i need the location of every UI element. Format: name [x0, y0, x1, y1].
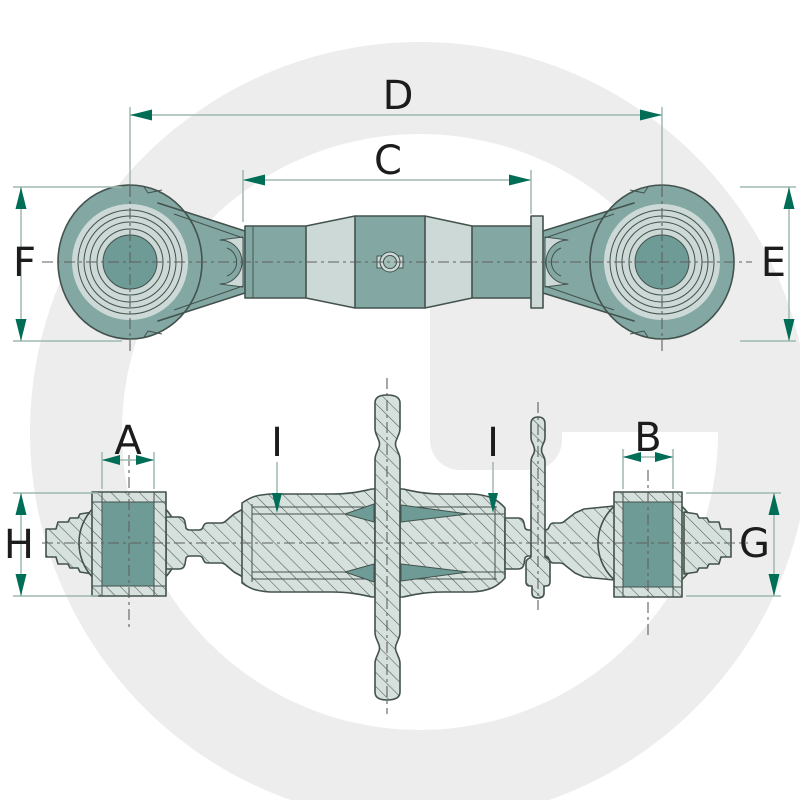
right-eye-ring-notches [629, 186, 649, 338]
dimension-B: B [622, 415, 674, 489]
left-sleeve [245, 226, 306, 298]
top-view-side-elevation: D C F E [13, 73, 796, 352]
leader-I-left: I [271, 420, 283, 513]
watermark-g-logo [30, 42, 800, 800]
barrel-bore-lines [251, 503, 505, 583]
dimension-D: D [129, 73, 663, 184]
right-cone [543, 203, 634, 321]
dimension-label-D: D [383, 73, 414, 119]
dimension-label-A: A [114, 418, 142, 464]
dimension-label-F: F [13, 240, 36, 286]
dimension-label-I-right: I [487, 420, 499, 466]
dimension-G: G [686, 492, 781, 597]
dimension-F: F [13, 186, 122, 342]
leader-I-right: I [487, 420, 499, 513]
dimension-label-B: B [634, 415, 661, 461]
dimension-label-G: G [739, 521, 770, 567]
dimension-label-C: C [374, 138, 402, 184]
right-sleeve [472, 226, 531, 298]
dimension-label-E: E [761, 240, 786, 286]
dimension-A: A [101, 418, 155, 489]
dimension-label-H: H [4, 522, 34, 568]
bottom-view-cross-section: A B H G I [4, 378, 781, 714]
thread-relief-left-bottom [344, 563, 375, 583]
thread-relief-left-top [344, 503, 375, 523]
dimension-label-I-left: I [271, 420, 283, 466]
dimension-C: C [242, 138, 532, 222]
turnbuckle-body [244, 215, 544, 309]
left-eye-ring-notches [143, 186, 163, 338]
dimension-H: H [4, 492, 98, 597]
dimension-E: E [740, 186, 796, 342]
thread-relief-right-top [400, 504, 469, 523]
thread-relief-right-bottom [400, 563, 469, 582]
